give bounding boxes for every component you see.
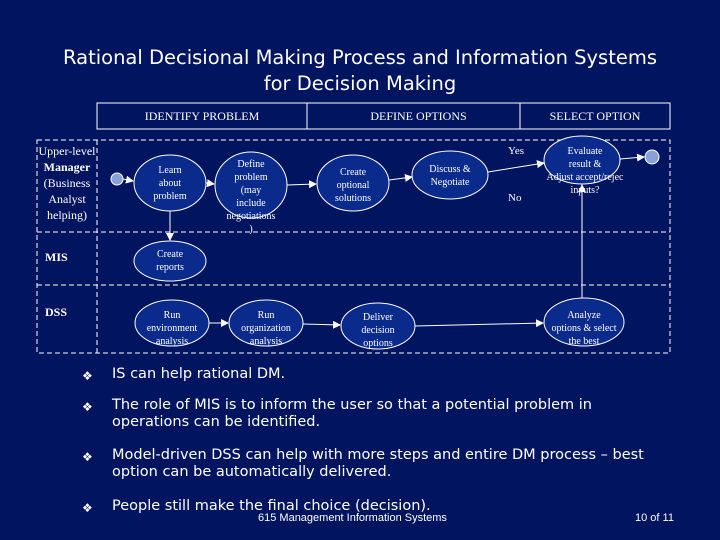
lane-upper-level-label: Upper-level Manager (Business Analyst he…	[37, 143, 97, 223]
node-discuss-text: Discuss &Negotiate	[429, 164, 471, 188]
phase-identify-label: IDENTIFY PROBLEM	[144, 109, 260, 123]
lanes-frame	[36, 139, 671, 354]
bullet-item: ❖ IS can help rational DM.	[82, 366, 682, 386]
node-create-solutions	[316, 154, 390, 212]
bullet-item: ❖ The role of MIS is to inform the user …	[82, 397, 682, 435]
bullet-item: ❖ Model-driven DSS can help with more st…	[82, 447, 682, 485]
lane-upper-line-5: helping)	[47, 208, 87, 222]
slide-title-line-1: Rational Decisional Making Process and I…	[63, 46, 657, 69]
edge-evaluate-end	[619, 153, 645, 162]
end-node	[644, 149, 660, 165]
no-label: No	[508, 192, 522, 204]
edge-create-discuss	[388, 173, 413, 182]
edge-deliver-analyze	[414, 319, 544, 328]
bullet-text: Model-driven DSS can help with more step…	[112, 447, 644, 480]
phase-define-label: DEFINE OPTIONS	[370, 109, 467, 123]
bullet-text: People still make the final choice (deci…	[112, 498, 431, 514]
diamond-bullet-icon: ❖	[82, 450, 93, 464]
start-node	[110, 172, 124, 186]
lane-mis-label: MIS	[45, 250, 68, 264]
diamond-bullet-icon: ❖	[82, 501, 93, 515]
bullet-text: The role of MIS is to inform the user so…	[112, 397, 592, 430]
lane-upper-line-1: Upper-level	[38, 144, 96, 158]
edge-discuss-evaluate	[487, 160, 545, 173]
phase-select-label: SELECT OPTION	[549, 109, 641, 123]
lane-upper-line-2: Manager	[43, 160, 91, 174]
node-run-org	[228, 299, 304, 347]
yes-label: Yes	[508, 145, 525, 157]
bullet-text: IS can help rational DM.	[112, 366, 286, 382]
edge-define-create	[286, 180, 317, 189]
node-analyze	[543, 297, 625, 347]
footer-page-number: 10 of 11	[635, 512, 674, 524]
footer-course: 615 Management Information Systems	[258, 512, 447, 524]
lane-upper-line-4: Analyst	[48, 192, 86, 206]
edge-start-learn	[122, 175, 134, 184]
node-create-reports	[133, 240, 207, 282]
phase-select-box	[519, 102, 671, 130]
slide-title: Rational Decisional Making Process and I…	[0, 45, 720, 97]
lane-dss-label: DSS	[45, 305, 68, 319]
edge-org-deliver	[302, 320, 341, 329]
slide-title-line-2: for Decision Making	[263, 72, 457, 95]
lane-upper-line-3: (Business	[43, 176, 91, 190]
bullet-item: ❖ People still make the final choice (de…	[82, 498, 682, 518]
diamond-bullet-icon: ❖	[82, 400, 93, 414]
edge-learn-define	[205, 179, 215, 188]
diamond-bullet-icon: ❖	[82, 369, 93, 383]
